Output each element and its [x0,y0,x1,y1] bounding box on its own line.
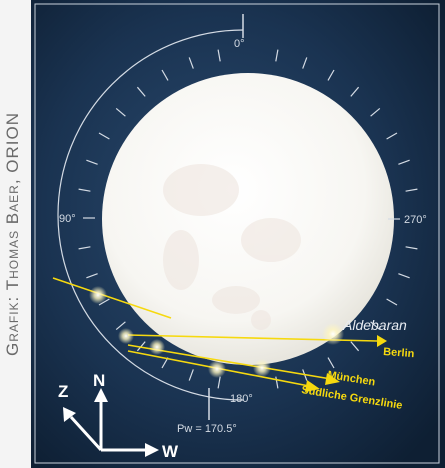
scale-tick [86,273,98,279]
scale-tick [115,321,126,331]
diagram-frame [34,3,440,464]
credit-text-container: Grafik: Thomas Baer, ORION [0,0,30,468]
scale-tick [275,49,279,62]
scale-tick [350,86,360,97]
compass-label-n: N [93,371,105,390]
scale-tick [405,246,418,250]
occultation-diagram: 0° 90° 180° 270° Pw = 170.5° Aldebaran B… [31,0,445,468]
berlin-arrow-head [377,335,387,347]
star-marker-bottom-right [253,359,271,377]
aldebaran-star [322,323,344,345]
label-90-degree: 90° [59,213,76,225]
muenchen-arrow-head [325,373,340,385]
star-markers [89,286,344,378]
scale-tick [398,273,410,279]
star-marker-bottom-left [208,360,226,378]
label-0-degree: 0° [234,38,245,50]
label-aldebaran: Aldebaran [342,317,407,333]
compass-zenith-shaft [69,415,103,452]
scale-tick [217,49,221,62]
scale-ticks [78,49,418,389]
compass-west-arrow [145,443,159,457]
scale-tick [161,69,169,81]
compass-zenith-arrow [63,407,76,422]
scale-tick [136,341,146,352]
label-270-degree: 270° [404,214,427,226]
compass-label-w: W [162,442,179,461]
scale-tick [98,132,110,140]
scale-tick [188,369,194,381]
scale-tick [136,86,146,97]
scale-tick [115,107,126,117]
scale-tick [302,57,308,69]
scale-tick [327,357,335,369]
star-marker-upper [89,286,107,304]
scale-tick [370,321,381,331]
credit-text: Grafik: Thomas Baer, ORION [3,112,22,356]
reference-arc [57,29,244,401]
scale-tick [386,132,398,140]
scale-tick [398,159,410,165]
label-180-degree: 180° [230,393,253,405]
compass-north-arrow [94,388,108,402]
compass [63,388,159,457]
label-pw: Pw = 170.5° [177,423,237,435]
label-berlin: Berlin [383,346,415,360]
scale-tick [350,341,360,352]
moon-surface-features [163,164,301,330]
scale-tick [217,376,221,389]
star-marker-berlin-left [118,328,134,344]
scale-tick [405,188,418,192]
scale-tick [327,69,335,81]
scale-tick [78,246,91,250]
scale-tick [86,159,98,165]
scale-tick [78,188,91,192]
scale-tick [188,57,194,69]
upper-track-line [52,277,172,319]
scale-tick [386,298,398,306]
star-marker-berlin-mid [149,339,165,355]
compass-label-z: Z [58,382,68,401]
moon-disk [102,73,394,365]
scale-tick [370,107,381,117]
grenzlinie-arrow-head [305,380,320,392]
scale-tick [98,298,110,306]
scale-tick [275,376,279,389]
